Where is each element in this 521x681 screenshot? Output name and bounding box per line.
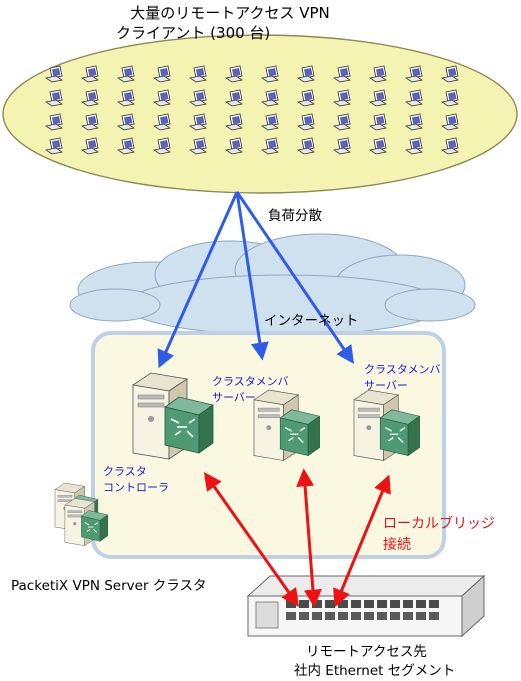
- switch-port: [286, 612, 296, 620]
- switch-port: [403, 600, 413, 608]
- cluster-name-label: PacketiX VPN Server クラスタ: [11, 578, 207, 594]
- controller-label-line2: コントローラ: [103, 481, 169, 494]
- switch-port: [403, 612, 413, 620]
- vpn-clients-ellipse: [2, 34, 518, 194]
- clients-title-line1: 大量のリモートアクセス VPN: [130, 4, 330, 22]
- local-bridge-label-line2: 接続: [383, 537, 411, 553]
- switch-port: [429, 600, 439, 608]
- switch-panel: [255, 601, 279, 629]
- switch-port: [299, 600, 309, 608]
- member2-label-line1: クラスタメンバ: [364, 363, 441, 376]
- switch-port: [364, 612, 374, 620]
- member1-label-line2: サーバー: [212, 391, 256, 404]
- switch-port: [377, 612, 387, 620]
- switch-port: [390, 600, 400, 608]
- switch-port: [429, 612, 439, 620]
- local-bridge-arrows: [203, 468, 391, 608]
- switch-port: [390, 612, 400, 620]
- switch-port: [338, 612, 348, 620]
- member1-label-line1: クラスタメンバ: [212, 375, 289, 388]
- member2-label-line2: サーバー: [364, 379, 408, 392]
- switch-port: [351, 612, 361, 620]
- segment-label-line2: 社内 Ethernet セグメント: [294, 663, 456, 679]
- switch-port: [351, 600, 361, 608]
- segment-label-line1: リモートアクセス先: [306, 644, 427, 660]
- clients-title-line2: クライアント (300 台): [116, 24, 271, 42]
- switch-port: [299, 612, 309, 620]
- switch-port: [416, 612, 426, 620]
- load-balancing-label: 負荷分散: [268, 208, 322, 224]
- switch-port: [312, 612, 322, 620]
- controller-label-line1: クラスタ: [103, 465, 147, 478]
- switch-port: [416, 600, 426, 608]
- switch-port: [377, 600, 387, 608]
- switch-port: [325, 600, 335, 608]
- switch-port: [338, 600, 348, 608]
- internet-label: インターネット: [264, 313, 359, 329]
- load-balancing-arrows: [157, 191, 355, 369]
- local-bridge-label-line1: ローカルブリッジ: [383, 516, 495, 532]
- switch-port: [325, 612, 335, 620]
- switch-port: [364, 600, 374, 608]
